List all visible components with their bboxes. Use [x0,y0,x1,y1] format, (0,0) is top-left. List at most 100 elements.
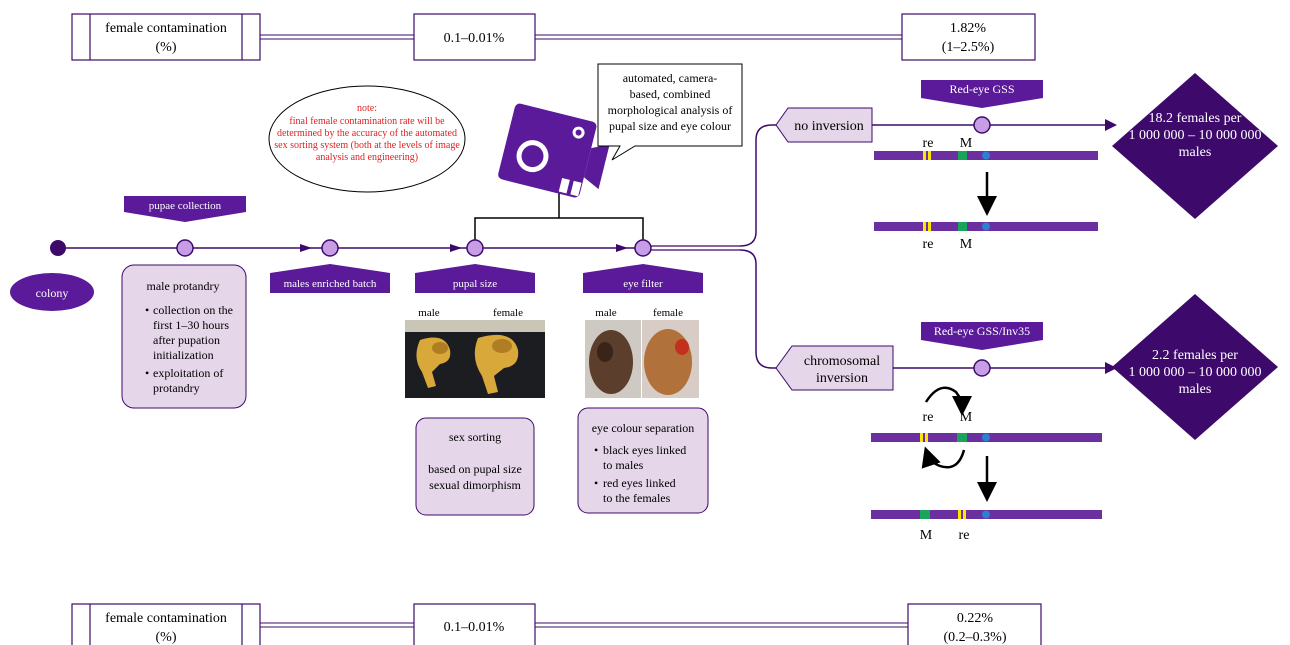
upper-result-diamond [1112,73,1278,219]
red-eye-gss-inv35-node [973,359,991,377]
eye-colour-title: eye colour separation [592,421,695,435]
pupae-photo [405,320,545,398]
upper-m-label-a: M [960,136,973,151]
eye-b1-dot: • [594,443,598,457]
eye-filter-label: eye filter [623,278,663,290]
bottom-contamination-row: female contamination (%) 0.1–0.01% 0.22%… [71,603,1042,645]
eye-b2-l2: to the females [603,491,671,505]
pupal-male-label: male [418,307,439,319]
top-mid-box [413,13,536,61]
upper-chromosome-2 [874,222,1098,231]
top-end-line1: 1.82% [950,21,987,36]
upper-chromosome-1 [874,151,1098,160]
protandry-b1-l2: first 1–30 hours [153,318,229,332]
colony-ellipse [10,273,94,311]
note-line1: final female contamination rate will be [289,116,445,127]
sex-sorting-line1: based on pupal size [428,462,522,476]
sex-sorting-title: sex sorting [449,430,501,444]
inversion-curved-arrow-top [924,386,972,416]
pupal-size-banner [415,264,535,293]
eye-b2-l1: red eyes linked [603,476,676,490]
lower-chromosome-2 [871,510,1102,519]
protandry-bullet1-dot: • [145,303,149,317]
protandry-bullet2-dot: • [145,366,149,380]
lower-m-label-a: M [960,410,973,425]
lower-re-label-a: re [923,410,934,425]
upper-re-label-a: re [923,136,934,151]
camera-speech-bubble [597,63,743,161]
protandry-title: male protandry [147,279,220,293]
inversion-label-l1: chromosomal [804,354,880,369]
inversion-label-l2: inversion [816,371,868,386]
camera-bubble-l1: automated, camera- [623,71,718,85]
lower-chromosome-1 [871,433,1102,442]
no-inversion-label: no inversion [794,119,864,134]
protandry-b1-l3: after pupation [153,333,220,347]
sex-sorting-box [415,417,535,516]
pupal-female-label: female [493,307,523,319]
bottom-label-box [71,603,261,645]
pupal-size-label: pupal size [453,278,497,290]
bottom-label-line1: female contamination [105,611,227,626]
bottom-end-line1: 0.22% [957,611,994,626]
top-label-box [71,13,261,61]
eye-filter-banner [583,264,703,293]
upper-result-l1: 18.2 females per [1149,111,1242,126]
males-enriched-label: males enriched batch [284,278,377,290]
pipeline-line [58,124,796,369]
red-eye-gss-inv35-label: Red-eye GSS/Inv35 [934,324,1030,338]
bottom-mid-box [413,603,536,645]
note-line4: analysis and engineering) [316,152,418,163]
red-eye-gss-label: Red-eye GSS [950,82,1015,96]
lower-result-l1: 2.2 females per [1152,348,1238,363]
upper-result-l2: 1 000 000 – 10 000 000 [1129,128,1262,143]
inversion-curved-arrow-bottom [921,446,966,469]
males-enriched-banner [270,264,390,293]
pupae-collection-node [176,239,194,257]
bottom-mid-value: 0.1–0.01% [444,620,505,635]
lower-m-label-b: M [920,528,933,543]
camera-bubble-l4: pupal size and eye colour [609,119,731,133]
eye-photo [585,320,699,398]
pupal-size-node [466,239,484,257]
eye-colour-box [577,407,709,514]
red-eye-gss-node [973,116,991,134]
males-enriched-node [321,239,339,257]
eye-b1-l2: to males [603,458,644,472]
bottom-end-line2: (0.2–0.3%) [944,630,1007,645]
top-contamination-row: female contamination (%) 0.1–0.01% 1.82%… [71,13,1036,61]
eye-b1-l1: black eyes linked [603,443,686,457]
protandry-b2-l1: exploitation of [153,366,223,380]
top-end-box [901,13,1036,61]
protandry-b2-l2: protandry [153,381,200,395]
protandry-box [121,264,247,409]
camera-bubble-l3: morphological analysis of [608,103,733,117]
lower-re-label-b: re [959,528,970,543]
lower-result-diamond [1112,294,1278,440]
upper-m-label-b: M [960,237,973,252]
bottom-end-box [907,603,1042,645]
camera-icon [498,103,610,198]
eye-male-label: male [595,307,616,319]
red-eye-gss-banner [921,80,1043,108]
note-line3: sex sorting system (both at the levels o… [274,140,460,151]
top-mid-value: 0.1–0.01% [444,31,505,46]
lower-result-l3: males [1179,382,1212,397]
sex-sorting-line2: sexual dimorphism [429,478,521,492]
top-label-line1: female contamination [105,21,227,36]
eye-filter-node [634,239,652,257]
upper-result-l3: males [1179,145,1212,160]
note-title: note: [357,103,377,114]
pupae-collection-banner [124,196,246,222]
eye-b2-dot: • [594,476,598,490]
red-eye-gss-inv35-banner [921,322,1043,350]
top-end-line2: (1–2.5%) [942,40,995,55]
eye-female-label: female [653,307,683,319]
protandry-b1-l4: initialization [153,348,214,362]
camera-bubble-l2: based, combined [630,87,711,101]
colony-node [50,240,66,256]
top-label-line2: (%) [156,40,177,55]
colony-label: colony [36,286,69,300]
lower-result-l2: 1 000 000 – 10 000 000 [1129,365,1262,380]
note-line2: determined by the accuracy of the automa… [277,128,457,139]
